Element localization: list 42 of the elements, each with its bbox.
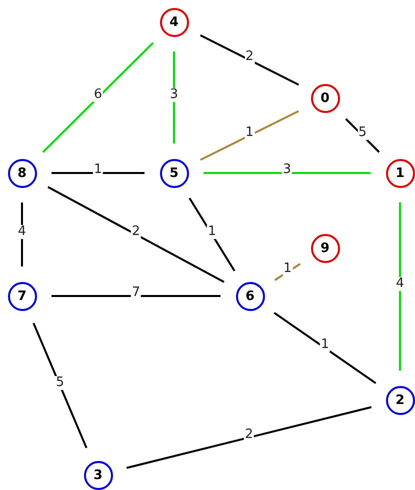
edge-label: 1: [282, 262, 293, 276]
edge-label: 2: [244, 50, 255, 64]
edge-line: [52, 172, 144, 174]
graph-vertex: 0: [310, 84, 340, 112]
graph-vertex: 5: [160, 158, 188, 188]
edge-line: [47, 186, 225, 283]
edge-label: 5: [357, 126, 368, 140]
edge-line: [21, 202, 23, 266]
edge-label: 1: [244, 126, 255, 140]
edge-label: 3: [168, 88, 180, 102]
edge-line: [200, 34, 300, 86]
graph-vertex: 2: [386, 386, 414, 414]
graph-vertex: 7: [8, 282, 36, 310]
edge-label: 4: [394, 276, 406, 290]
edge-label: 1: [92, 163, 104, 177]
edge-label: 1: [206, 224, 218, 238]
edge-label: 2: [130, 224, 142, 238]
edge-line: [399, 202, 401, 370]
edge-label: 1: [320, 338, 330, 352]
edge-label: 5: [54, 376, 66, 390]
edge-line: [274, 263, 301, 281]
edge-line: [52, 295, 220, 297]
graph-vertex: 3: [84, 460, 112, 490]
graph-vertex: 9: [310, 234, 340, 262]
edge-line: [200, 110, 300, 161]
edge-line: [42, 42, 154, 153]
edge-line: [345, 118, 380, 153]
edge-label: 4: [16, 224, 28, 238]
graph-vertex: 1: [386, 158, 414, 188]
graph-vertex: 4: [160, 8, 188, 36]
graph-vertex: 6: [236, 282, 264, 310]
edge-label: 6: [92, 88, 104, 102]
edge-line: [173, 52, 175, 144]
edge-line: [274, 312, 376, 384]
edge-label: 2: [244, 428, 254, 442]
edge-line: [188, 198, 236, 272]
edge-line: [126, 406, 372, 469]
edge-line: [204, 172, 370, 174]
edge-line: [32, 322, 88, 448]
edge-label: 3: [282, 163, 292, 177]
graph-vertex: 8: [8, 158, 36, 188]
edge-label: 7: [130, 286, 142, 300]
